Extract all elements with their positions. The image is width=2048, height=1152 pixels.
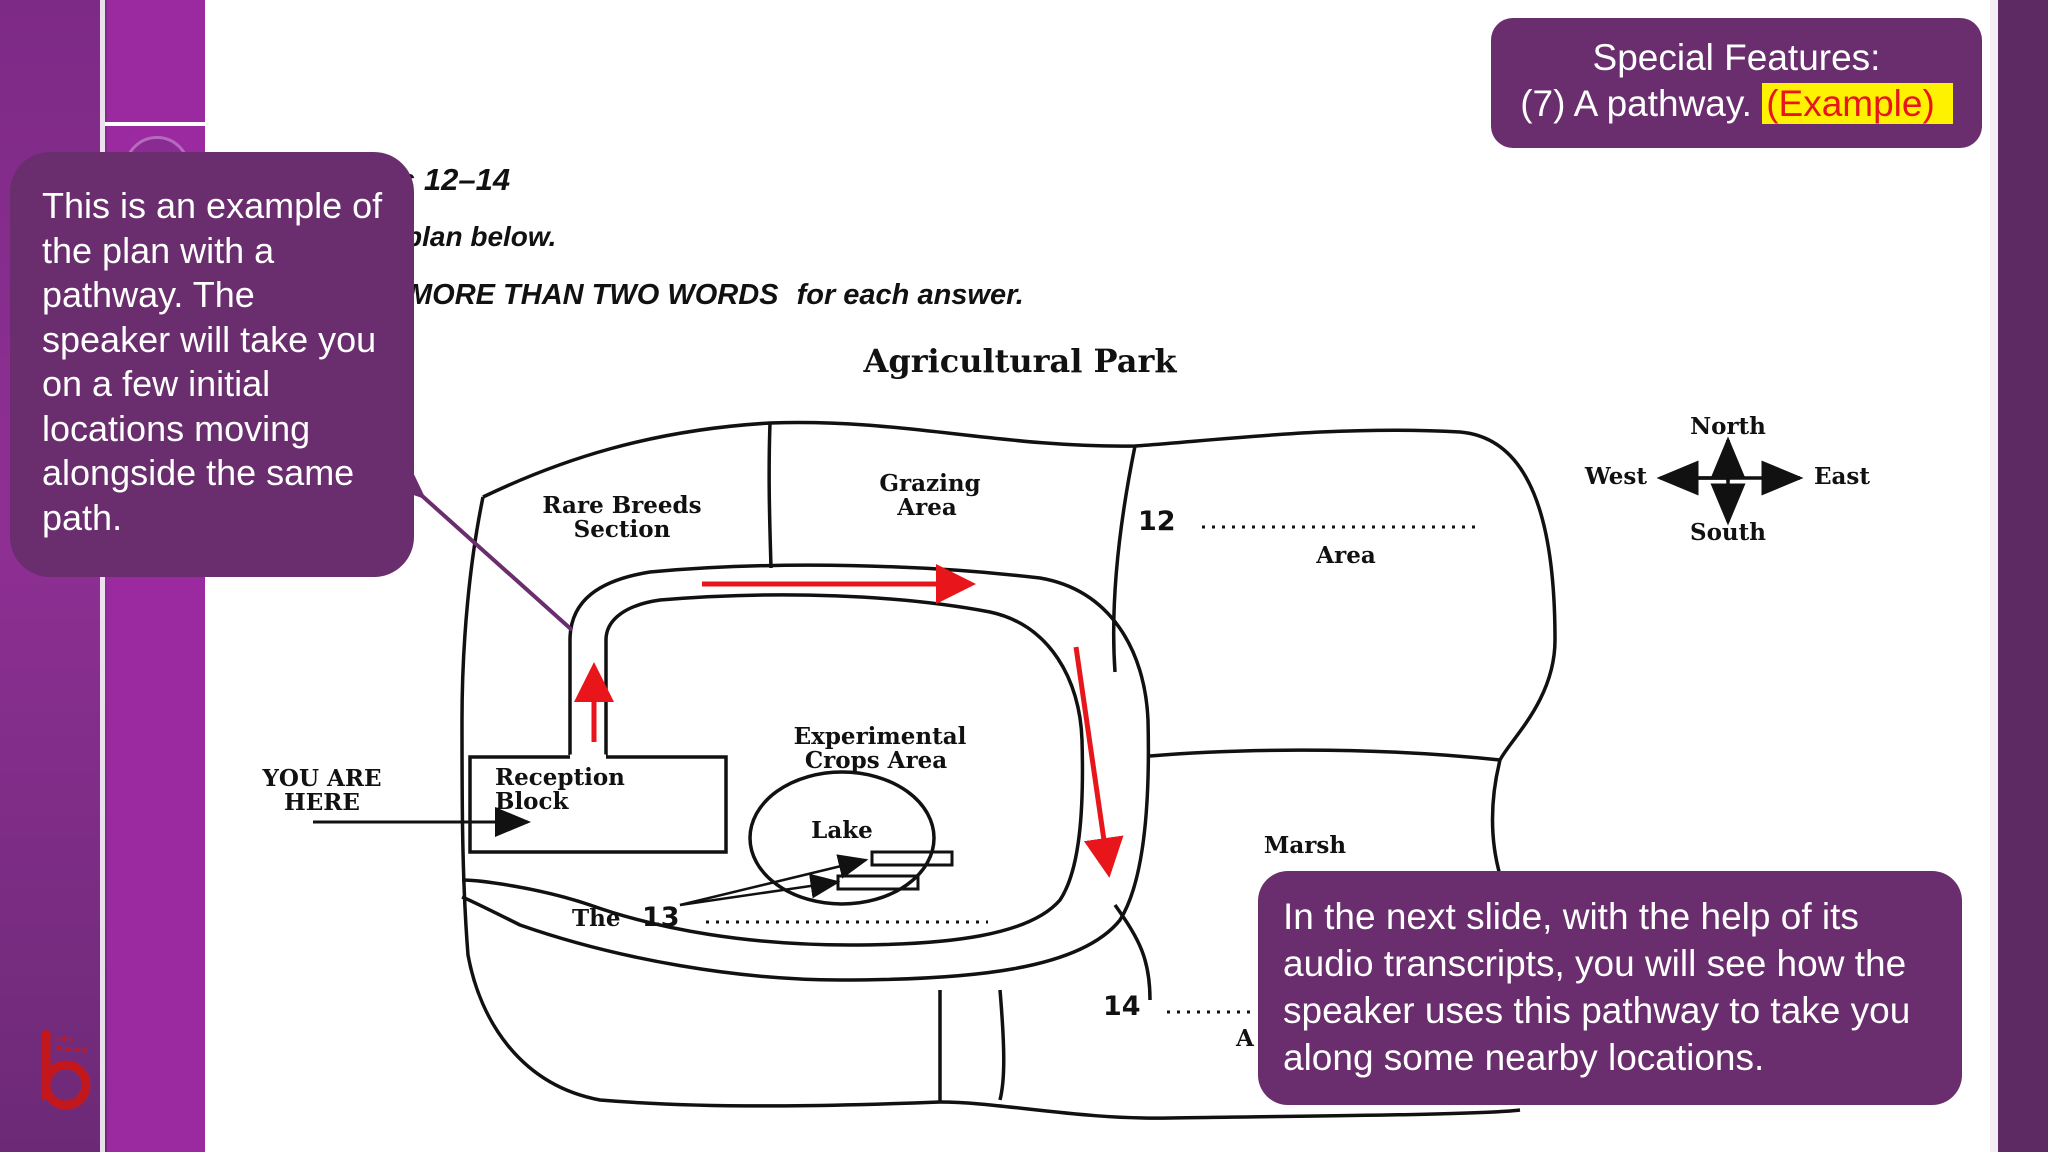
q13-pointer-lower [679,873,841,907]
pathway-item: (7) A pathway. [1520,83,1752,124]
special-features-box: Special Features: (7) A pathway. (Exampl… [1491,18,1982,148]
park-outlines [460,420,1557,1120]
compass-south: South [1690,519,1766,546]
marsh-label: Marsh [1264,832,1346,859]
next-slide-callout: In the next slide, with the help of its … [1258,871,1962,1105]
compass [1656,436,1804,526]
compass-east: East [1814,463,1870,490]
rare-breeds-label-2: Section [574,516,671,543]
grazing-label-1: Grazing [879,470,980,497]
callout-pointer [376,452,574,632]
instruction-line-1: plan below. [404,221,556,252]
instruction-rest: for each answer. [797,279,1024,311]
right-decorative-bar [1998,0,2048,1152]
ielts-backup-logo: ielts Backup [41,1030,91,1110]
red-arrow-south [1073,646,1124,878]
q14-number: 14 [1103,991,1141,1022]
map-title: Agricultural Park [862,342,1177,380]
experimental-label-1: Experimental [794,723,967,750]
q12-number: 12 [1138,506,1176,537]
pathway-arrows [574,564,1124,878]
right-edge-light [1990,0,1998,1152]
explanation-text: This is an example of the plan with a pa… [42,185,383,538]
special-features-title: Special Features: [1592,37,1881,78]
q12-area-label: Area [1315,542,1376,569]
compass-north: North [1690,413,1766,440]
q13-pointer-upper [679,854,869,907]
experimental-label-2: Crops Area [805,747,947,774]
instruction-bold: MORE THAN TWO WORDS [408,279,779,311]
next-slide-text: In the next slide, with the help of its … [1283,896,1911,1078]
answer-lines [706,525,1482,1014]
instruction-line-2: MORE THAN TWO WORDS for each answer. [408,279,1024,311]
logo-text-ielts: ielts [56,1034,74,1044]
sidebar-rule [105,122,205,126]
compass-west: West [1584,463,1648,490]
you-are-here-label-1: YOU ARE [261,765,381,792]
you-are-here-label-2: HERE [284,789,360,816]
rare-breeds-label-1: Rare Breeds [542,492,701,519]
example-highlight: (Example) [1762,83,1953,124]
q14-area-partial-label: A [1235,1025,1255,1052]
the-label: The [572,905,620,932]
grazing-label-2: Area [896,494,957,521]
special-features-line: (7) A pathway. (Example) [1491,81,1982,127]
q13-number: 13 [642,902,680,933]
reception-label-1: Reception [495,764,625,791]
lake-label: Lake [811,817,873,844]
explanation-callout: This is an example of the plan with a pa… [10,152,414,577]
questions-label: s 12–14 [398,162,510,197]
reception-label-2: Block [495,788,570,815]
logo-text-backup: Backup [56,1044,89,1054]
lake [748,770,936,906]
